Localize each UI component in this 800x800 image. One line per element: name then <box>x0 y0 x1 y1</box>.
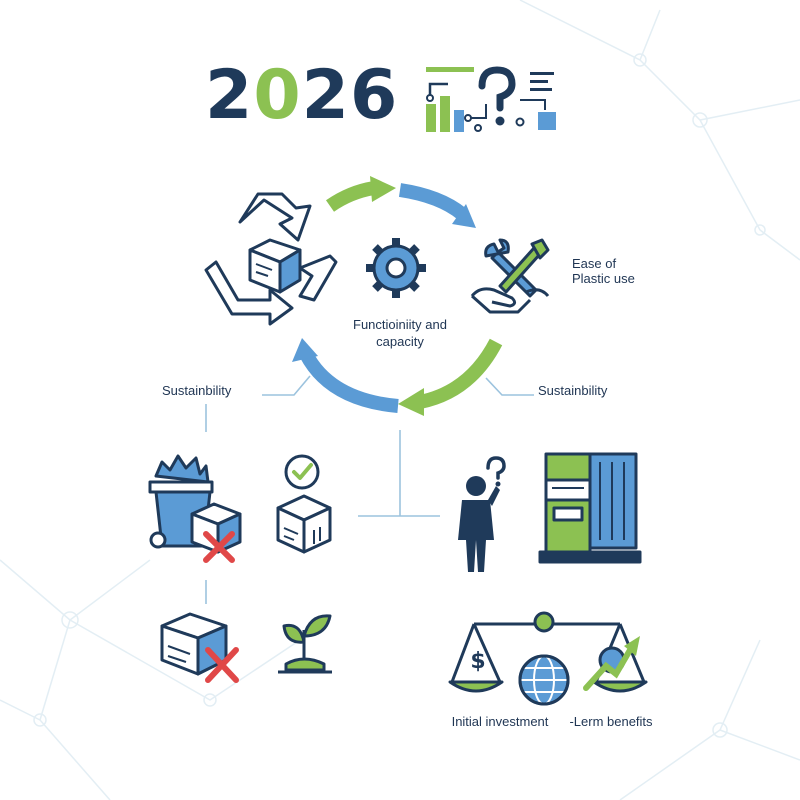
cycle-arrow-right-green <box>418 338 503 409</box>
person-question-icon <box>458 456 506 572</box>
seedling-icon <box>278 614 332 674</box>
sustainability-left-label: Sustainbility <box>162 383 232 398</box>
gear-icon <box>366 238 426 298</box>
recycle-box-icon <box>204 192 338 326</box>
connector-lines <box>205 375 534 604</box>
cycle-arrow-top-blue <box>398 183 467 220</box>
sustainability-right-label: Sustainbility <box>538 383 608 398</box>
dollar-bag-icon: $ <box>470 649 485 674</box>
initial-investment-label: Initial investment <box>451 714 549 729</box>
ease-of-plastic-use-label: Ease of Plastic use <box>572 256 635 286</box>
cycle-arrow-left-blue <box>299 350 399 413</box>
tools-hands-icon <box>470 238 550 314</box>
year-accent-digit: 0 <box>253 56 302 135</box>
cycle-arrow-top-green <box>325 181 376 212</box>
trash-bin-icon <box>148 454 242 563</box>
globe-icon <box>518 654 570 706</box>
year-digits-end: 26 <box>301 56 399 135</box>
rejected-box-icon <box>160 612 239 683</box>
chart-question-icon <box>426 66 556 132</box>
year-heading: 2026 <box>205 62 398 130</box>
machine-icon <box>538 452 642 564</box>
year-digit-1: 2 <box>205 56 254 135</box>
checked-box-icon <box>276 454 332 554</box>
svg-text:$: $ <box>470 649 485 674</box>
cycle-arrows <box>292 176 503 416</box>
long-term-benefits-label: -Lerm benefits <box>569 714 653 729</box>
growth-arrow-icon <box>583 636 640 691</box>
functionality-capacity-label: Functioiniity and capacity <box>353 317 447 349</box>
